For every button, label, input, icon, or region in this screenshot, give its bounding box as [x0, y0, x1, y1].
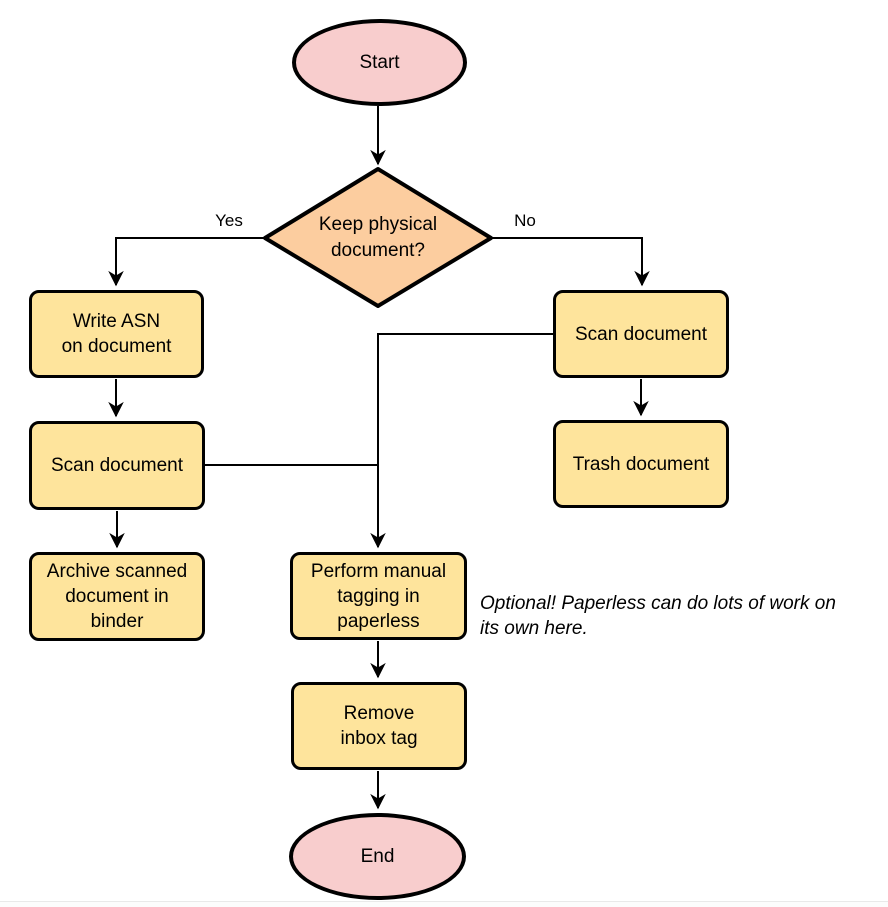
- decision-diamond-shape: [263, 167, 493, 308]
- bottom-strip: [0, 902, 888, 907]
- node-manual-tagging-label: Perform manual tagging in paperless: [310, 560, 447, 632]
- node-trash-document: Trash document: [553, 420, 729, 508]
- node-end-label: End: [360, 846, 395, 867]
- bottom-rule: [0, 901, 888, 902]
- node-end: End: [289, 813, 466, 900]
- node-scan-document-left: Scan document: [29, 421, 205, 510]
- node-start: Start: [292, 19, 467, 106]
- edge-label-no: No: [514, 211, 536, 230]
- node-remove-inbox-tag-label: Remove inbox tag: [340, 703, 418, 749]
- edge-decision-to-scan-right: [491, 237, 650, 287]
- node-trash-document-label: Trash document: [572, 453, 710, 475]
- edge-scan-right-to-tagging: [370, 333, 553, 549]
- edge-decision-to-write-asn: [108, 237, 265, 287]
- node-manual-tagging: Perform manual tagging in paperless: [290, 552, 467, 640]
- node-archive-binder-label: Archive scanned document in binder: [46, 561, 188, 632]
- optional-note: Optional! Paperless can do lots of work …: [480, 593, 836, 639]
- node-decision-label: Keep physical document?: [318, 214, 438, 261]
- node-write-asn-label: Write ASN on document: [61, 311, 172, 357]
- node-start-label: Start: [359, 52, 400, 73]
- node-scan-document-left-label: Scan document: [50, 455, 184, 476]
- node-remove-inbox-tag: Remove inbox tag: [291, 682, 467, 770]
- edge-label-yes: Yes: [215, 211, 243, 230]
- node-scan-document-right: Scan document: [553, 290, 729, 378]
- node-scan-document-right-label: Scan document: [574, 323, 708, 345]
- node-write-asn: Write ASN on document: [29, 290, 204, 378]
- node-archive-binder: Archive scanned document in binder: [29, 552, 205, 641]
